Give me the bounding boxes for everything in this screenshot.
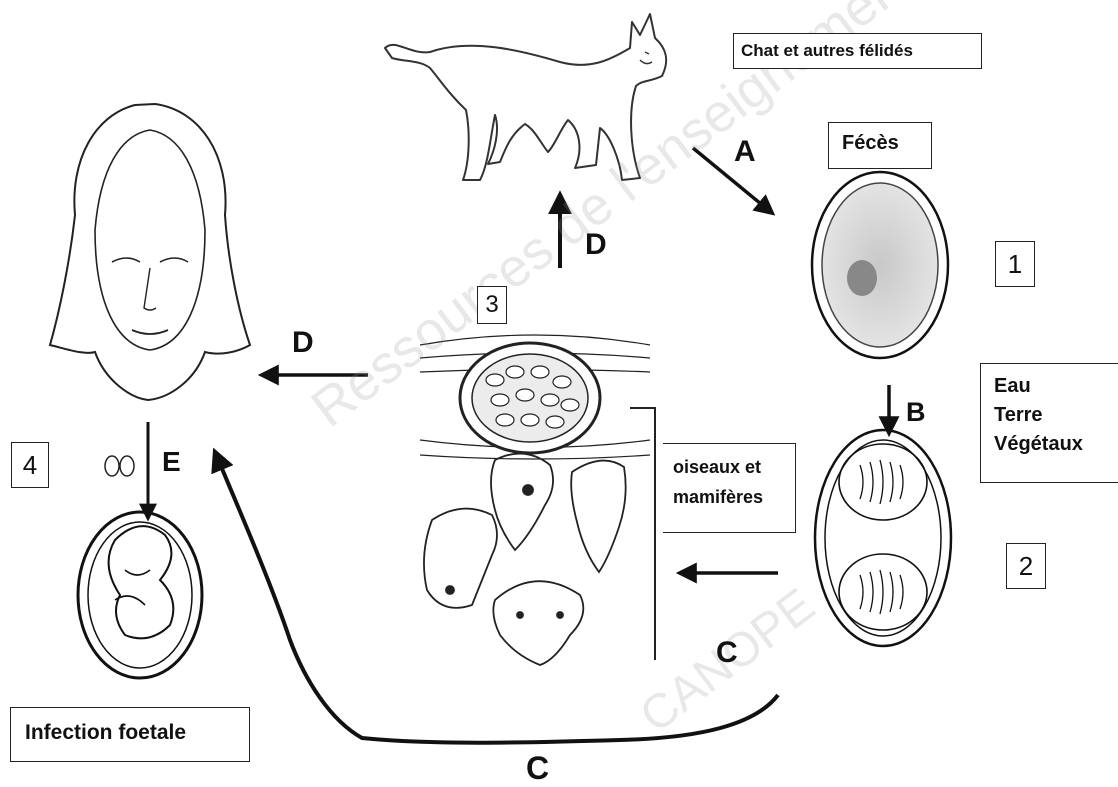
host-label: Chat et autres félidés <box>733 33 982 69</box>
hosts-birds-mammals-label: oiseaux et mamifères <box>663 443 796 533</box>
small-cysts-icon <box>105 456 134 476</box>
arrow-label-c-bottom: C <box>526 750 549 787</box>
stage-number-4: 4 <box>11 442 49 488</box>
unsporulated-oocyst <box>812 172 948 358</box>
stage-number-2: 2 <box>1006 543 1046 589</box>
stage-number-1: 1 <box>995 241 1035 287</box>
human-head-illustration <box>50 104 250 400</box>
cat-illustration <box>385 14 666 180</box>
fetal-infection-label: Infection foetale <box>10 707 250 762</box>
env-water: Eau <box>994 372 1118 401</box>
stage-number-3: 3 <box>477 286 507 324</box>
feces-label: Fécès <box>828 122 932 169</box>
env-plants: Végétaux <box>994 430 1118 459</box>
arrow-label-a: A <box>734 135 756 169</box>
arrow-label-c-right: C <box>716 636 738 670</box>
env-soil: Terre <box>994 401 1118 430</box>
arrow-label-d-up: D <box>585 228 607 262</box>
birds-line-1: oiseaux et <box>673 452 795 482</box>
sporulated-oocyst <box>815 430 951 646</box>
environment-label: Eau Terre Végétaux <box>980 363 1118 483</box>
arrow-label-d-left: D <box>292 326 314 360</box>
arrow-a <box>693 148 772 213</box>
tissue-cyst-illustration <box>420 335 650 459</box>
fetus-illustration <box>78 512 202 678</box>
arrow-label-b: B <box>906 397 926 428</box>
birds-line-2: mamifères <box>673 482 795 512</box>
arrow-label-e: E <box>162 446 181 478</box>
